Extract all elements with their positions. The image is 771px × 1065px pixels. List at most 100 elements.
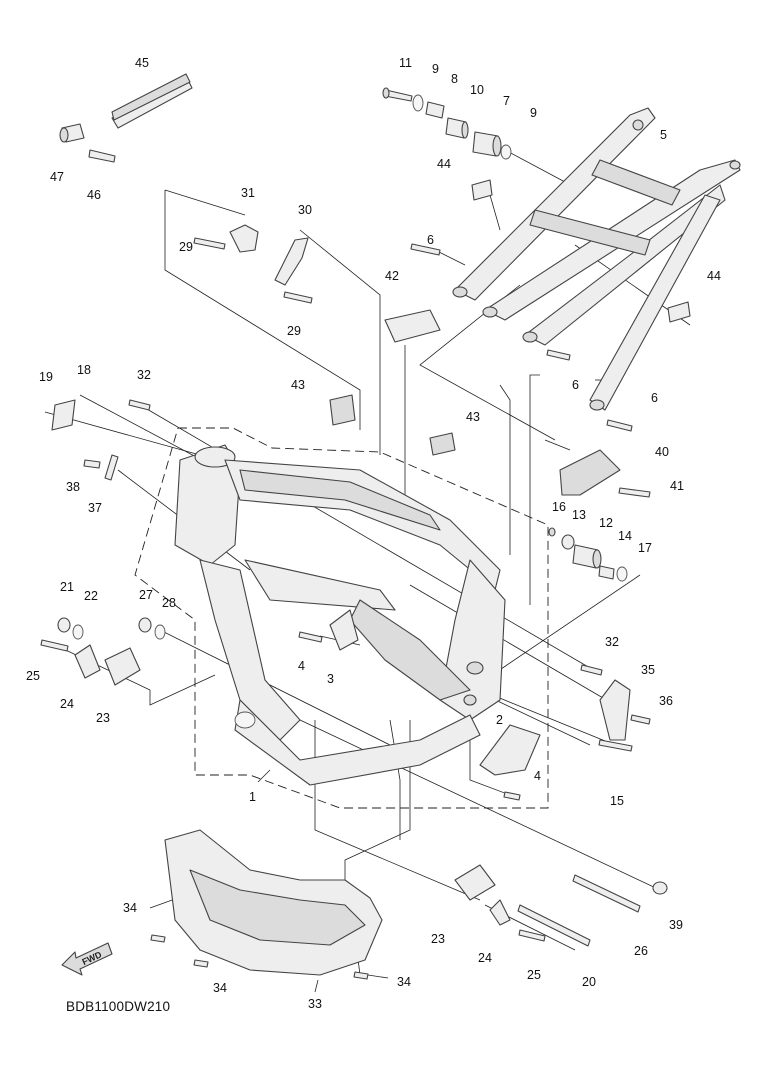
part-17-washer — [616, 566, 628, 582]
callout-10: 10 — [470, 83, 484, 97]
part-6c-bolt — [606, 419, 633, 432]
part-34-bolt — [150, 934, 166, 943]
callout-4b: 4 — [534, 769, 541, 783]
diagram-code: BDB1100DW210 — [66, 999, 170, 1014]
callout-28: 28 — [162, 596, 176, 610]
callout-22: 22 — [84, 589, 98, 603]
part-43b-pad — [429, 432, 456, 456]
part-3-bracket — [329, 609, 359, 651]
part-34b-bolt — [193, 959, 209, 968]
callout-29: 29 — [179, 240, 193, 254]
callout-17: 17 — [638, 541, 652, 555]
part-6-bolt — [410, 243, 441, 256]
part-1-main-frame — [174, 444, 506, 786]
part-25-bolt — [40, 639, 69, 652]
part-8-collar — [425, 101, 445, 119]
part-42-guard — [384, 309, 441, 343]
part-39-nut — [652, 881, 668, 895]
part-34c-bolt — [353, 971, 369, 980]
part-44b-clip — [667, 301, 691, 323]
callout-30: 30 — [298, 203, 312, 217]
callout-34: 34 — [123, 901, 137, 915]
part-46-bolt — [88, 149, 116, 163]
callout-12: 12 — [599, 516, 613, 530]
callout-23: 23 — [96, 711, 110, 725]
callout-44: 44 — [437, 157, 451, 171]
callout-5: 5 — [660, 128, 667, 142]
callout-16: 16 — [552, 500, 566, 514]
part-35-plate — [599, 679, 631, 741]
callout-34b: 34 — [213, 981, 227, 995]
callout-25b: 25 — [527, 968, 541, 982]
callout-6: 6 — [427, 233, 434, 247]
part-16-bolt — [548, 527, 556, 537]
callout-numbers: 45 47 46 11 9 8 10 7 9 5 44 31 30 29 29 … — [26, 56, 721, 1011]
frame-assembly-boundary — [134, 427, 549, 809]
callout-41: 41 — [670, 479, 684, 493]
part-9b-washer — [500, 144, 512, 160]
part-24b-plate — [489, 899, 511, 926]
part-31-bracket — [229, 224, 259, 253]
part-38-bolt — [83, 459, 101, 469]
callout-42: 42 — [385, 269, 399, 283]
callout-29b: 29 — [287, 324, 301, 338]
callout-33: 33 — [308, 997, 322, 1011]
callout-18: 18 — [77, 363, 91, 377]
callout-7: 7 — [503, 94, 510, 108]
part-26-axle — [572, 874, 641, 913]
part-29b-bolt — [283, 291, 313, 304]
part-43-pad — [329, 394, 356, 426]
part-29-bolt — [193, 237, 226, 250]
callout-45: 45 — [135, 56, 149, 70]
callout-31: 31 — [241, 186, 255, 200]
callout-36: 36 — [659, 694, 673, 708]
part-45-rod — [111, 73, 193, 129]
callout-6c: 6 — [651, 391, 658, 405]
callout-8: 8 — [451, 72, 458, 86]
part-15-bolt — [598, 739, 633, 752]
callout-11: 11 — [399, 56, 412, 70]
callout-6b: 6 — [572, 378, 579, 392]
callout-9: 9 — [432, 62, 439, 76]
callout-25: 25 — [26, 669, 40, 683]
callout-32: 32 — [137, 368, 151, 382]
part-10-collar — [445, 117, 469, 139]
callout-3: 3 — [327, 672, 334, 686]
part-12-bushing — [572, 544, 602, 569]
part-36-bolt — [630, 714, 651, 725]
callout-47: 47 — [50, 170, 64, 184]
part-14-collar — [598, 565, 615, 580]
part-11-bolt — [382, 87, 413, 102]
callout-19: 19 — [39, 370, 53, 384]
part-4b-bolt — [503, 791, 521, 801]
part-shapes: FWD — [40, 73, 741, 980]
callout-37: 37 — [88, 501, 102, 515]
callout-26: 26 — [634, 944, 648, 958]
callout-44b: 44 — [707, 269, 721, 283]
part-41-bolt — [618, 487, 651, 498]
part-2-bracket — [479, 724, 541, 776]
callout-1: 1 — [249, 790, 256, 804]
part-24-plate — [74, 644, 101, 679]
part-33-skid-plate — [164, 829, 383, 976]
part-25b-bolt — [518, 929, 546, 942]
part-32b-bolt — [580, 664, 603, 676]
callout-9b: 9 — [530, 106, 537, 120]
part-22-washer — [72, 624, 84, 640]
part-27-nut — [138, 617, 152, 633]
callout-38: 38 — [66, 480, 80, 494]
callout-20: 20 — [582, 975, 596, 989]
part-32-bolt — [128, 399, 151, 411]
part-37-spring — [104, 454, 119, 481]
part-28-washer — [154, 624, 166, 640]
part-40-cover — [559, 449, 621, 496]
callout-24b: 24 — [478, 951, 492, 965]
callout-32b: 32 — [605, 635, 619, 649]
callout-46: 46 — [87, 188, 101, 202]
part-4-bolt — [298, 631, 323, 643]
part-18-bracket — [51, 399, 76, 431]
callout-23b: 23 — [431, 932, 445, 946]
part-23-bracket — [104, 647, 141, 686]
part-30-bracket — [274, 237, 309, 286]
